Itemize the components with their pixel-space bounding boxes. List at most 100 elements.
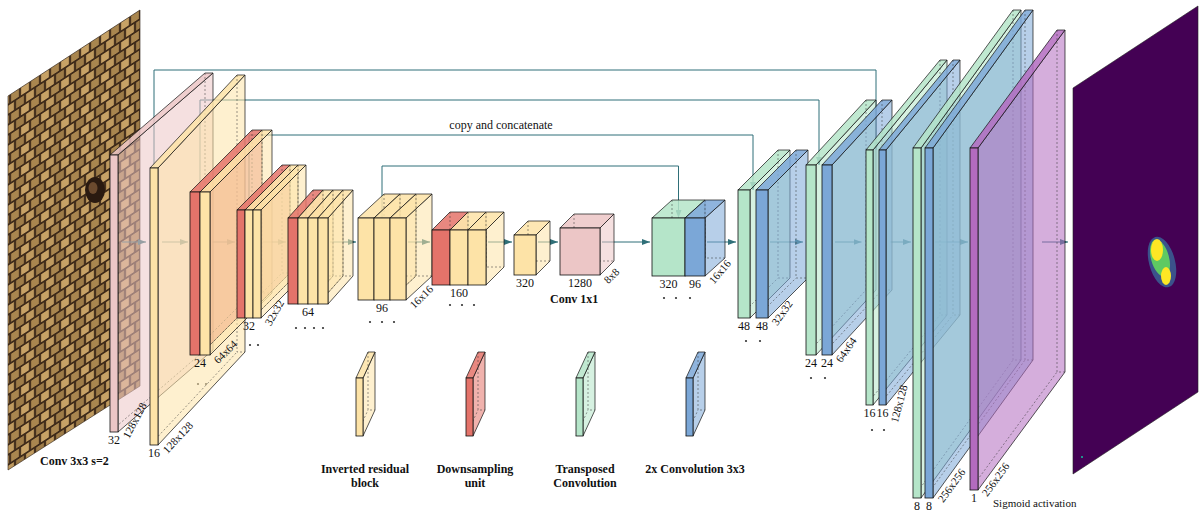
layer-slabs (560, 214, 614, 275)
ellipsis-dots (249, 344, 251, 346)
channel-count: 32 (108, 433, 120, 447)
layer-block: 24 (188, 192, 212, 370)
slab-front (318, 218, 328, 304)
ellipsis-dots (197, 297, 885, 431)
ellipsis-dots (393, 321, 395, 323)
legend-label: Inverted residual block (315, 462, 415, 490)
channel-count: 16 (148, 446, 160, 460)
slab-front (806, 165, 816, 355)
ellipsis-dots (322, 327, 324, 329)
slab (756, 150, 808, 318)
mask-speck (1081, 456, 1083, 458)
slab-front (200, 192, 210, 355)
slab-top (576, 352, 595, 378)
ellipsis-dots (663, 297, 665, 299)
slab-front (237, 210, 245, 318)
operation-label: Sigmoid activation (993, 497, 1078, 509)
ellipsis-dots (675, 297, 677, 299)
hidden-edge (970, 30, 1065, 490)
channel-count: 16 (864, 406, 876, 420)
slab-front (466, 378, 473, 436)
slab-top (253, 165, 306, 210)
slab-top (686, 352, 705, 378)
ellipsis-dots (473, 304, 475, 306)
layer-block: 2424 (803, 165, 835, 370)
ellipsis-dots (871, 429, 873, 431)
mask-blob (1143, 234, 1182, 291)
legend-label: Transposed Convolution (535, 462, 635, 490)
channel-count: 96 (689, 277, 701, 291)
hidden-edge (686, 352, 705, 436)
layer-block: 16 (146, 168, 162, 460)
slab (356, 352, 375, 436)
operation-label: Conv 3x3 s=2 (40, 455, 109, 467)
layer-block: 32 (106, 155, 122, 447)
slab-top (756, 150, 808, 190)
slab-top (466, 352, 485, 378)
slab-front (652, 218, 685, 276)
slab-front (913, 148, 921, 498)
layer-block: 1 (968, 148, 980, 505)
legend-swatch (686, 352, 705, 436)
slab-front (450, 230, 468, 285)
layer-block: 32 (235, 210, 263, 333)
slab-front (150, 168, 158, 445)
legend-swatch (356, 352, 375, 436)
channel-count: 96 (376, 301, 388, 315)
edge-label: copy and concatenate (449, 119, 552, 132)
ellipsis-dots (759, 340, 761, 342)
layer-slabs (358, 218, 406, 300)
layer-slabs (288, 218, 328, 304)
ellipsis-dots (810, 377, 812, 379)
layer-slabs (560, 228, 600, 275)
layer-slabs (237, 165, 306, 318)
slab-front (190, 192, 200, 355)
layer-slabs (110, 155, 118, 432)
ellipsis-dots (381, 321, 383, 323)
slab-top (356, 352, 375, 378)
ellipsis-dots (745, 340, 747, 342)
slab-front (866, 150, 873, 405)
layer-slabs (913, 148, 933, 498)
ellipsis-dots (313, 327, 315, 329)
ellipsis-dots (369, 321, 371, 323)
slab-front (358, 218, 374, 300)
layer-slabs (970, 148, 978, 490)
channel-count: 320 (660, 277, 678, 291)
slab-front (925, 148, 933, 498)
legend-label: Downsampling unit (425, 462, 525, 490)
layer-slabs (514, 221, 550, 275)
layer-slabs (652, 218, 705, 276)
layer-block: 64 (286, 218, 330, 319)
layer-block: 1280 (558, 228, 602, 290)
slab-front (576, 378, 583, 436)
slab (466, 352, 485, 436)
channel-count: 160 (450, 286, 468, 300)
layer-slabs (150, 168, 158, 445)
slab-front (822, 165, 832, 355)
ellipsis-dots (304, 327, 306, 329)
channel-count: 48 (738, 319, 750, 333)
slab-front (288, 218, 298, 304)
channel-count: 24 (194, 356, 206, 370)
slab-front (356, 378, 363, 436)
hidden-edge (576, 352, 595, 436)
channel-count: 1 (971, 491, 977, 505)
slab (200, 130, 272, 355)
layer-slabs (432, 230, 486, 285)
slab (560, 214, 614, 275)
slab-top (514, 221, 550, 235)
channel-count: 8 (926, 499, 932, 513)
layer-slabs (432, 212, 504, 285)
operation-label: Conv 1x1 (550, 293, 598, 305)
slab-front (685, 218, 705, 276)
layer-slabs (358, 194, 432, 300)
ellipsis-dots (883, 429, 885, 431)
ellipsis-dots (461, 304, 463, 306)
output-mask (1073, 6, 1198, 474)
legend-label: 2x Convolution 3x3 (645, 462, 745, 476)
hidden-edge (318, 190, 353, 304)
ellipsis-dots (257, 344, 259, 346)
layer-block: 88 (911, 148, 935, 513)
